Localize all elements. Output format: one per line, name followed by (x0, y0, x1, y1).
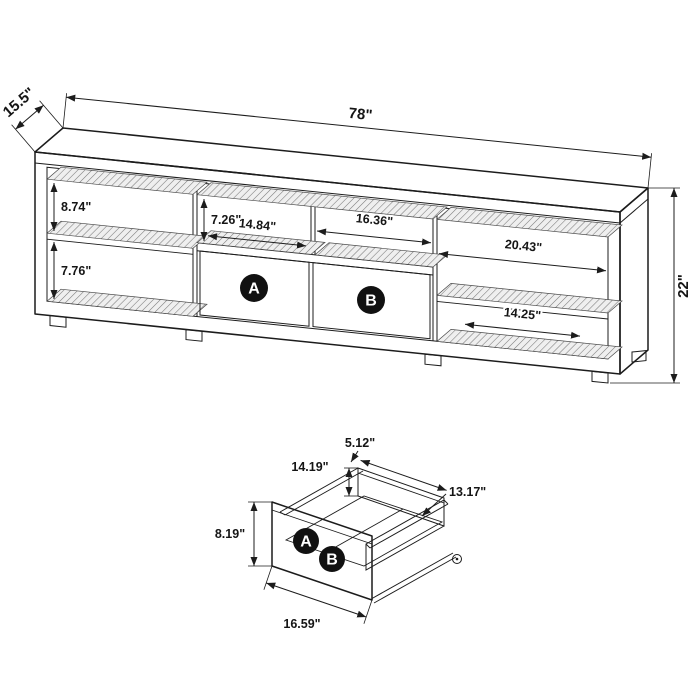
dim-drawer-front-height: 8.19" (213, 501, 272, 567)
drawer-glide-roller (452, 554, 462, 564)
dim-overall-width: 78" (62, 93, 652, 189)
dim-drawer-back-height: 5.12" (343, 434, 377, 497)
dim-cubby-left-width-label: 14.84" (238, 216, 277, 234)
dim-cubby-height-label: 7.26" (211, 213, 241, 227)
dim-overall-depth-label: 15.5" (0, 84, 38, 121)
drawer-glide-rail (371, 552, 454, 599)
dim-drawer-interior-width-label: 14.19" (291, 460, 328, 474)
drawer-a-front: A (199, 250, 310, 327)
dim-cubby-height: 7.26" (200, 199, 243, 241)
dim-overall-height: 22" (610, 187, 694, 384)
dim-drawer-front-width: 16.59" (263, 565, 373, 633)
tv-stand-figure: A B 78" 15.5" (0, 82, 694, 384)
tv-stand-right-cabinet (436, 207, 623, 360)
dim-cubby-left-width: 14.84" (207, 214, 307, 249)
drawer-a-label: A (248, 281, 260, 298)
drawer-front-panel: A B (271, 501, 373, 601)
drawer-detail-figure: A B 5.12" 14.19" 13.17" 8.19" (213, 434, 488, 633)
dim-drawer-front-width-label: 16.59" (283, 617, 320, 631)
dim-cubby-right-width-label: 16.36" (355, 211, 394, 229)
dim-right-lower-width-label: 14.25" (503, 305, 542, 323)
dim-overall-width-label: 78" (348, 105, 373, 124)
dim-drawer-side-depth-label: 13.17" (449, 485, 486, 499)
drawer-detail-b-badge (319, 546, 345, 572)
drawer-b-badge (357, 286, 385, 314)
drawer-a-badge (240, 274, 268, 302)
dim-left-upper: 8.74" (50, 183, 93, 231)
dim-drawer-back-height-label: 5.12" (345, 436, 375, 450)
dim-drawer-front-height-label: 8.19" (215, 527, 245, 541)
drawer-detail-a-badge (293, 528, 319, 554)
dim-right-lower-width: 14.25" (464, 303, 581, 339)
dim-left-lower: 7.76" (50, 242, 93, 299)
dim-left-upper-label: 8.74" (61, 200, 91, 214)
dim-right-shelf-width-label: 20.43" (504, 237, 543, 255)
drawer-detail-a-label: A (300, 534, 312, 551)
tv-stand-feet (49, 314, 647, 384)
dim-overall-depth: 15.5" (0, 82, 64, 153)
dim-overall-height-label: 22" (675, 274, 692, 298)
dim-cubby-right-width: 16.36" (316, 209, 432, 246)
drawer-b-label: B (365, 293, 377, 310)
tv-stand-left-cabinet (46, 166, 208, 317)
dim-right-shelf-width: 20.43" (438, 235, 607, 274)
drawer-detail-b-label: B (326, 552, 338, 569)
dim-drawer-interior-width: 14.19" (289, 458, 447, 491)
drawer-b-front: B (312, 262, 431, 340)
dim-drawer-side-depth: 13.17" (421, 483, 488, 517)
dim-left-lower-label: 7.76" (61, 264, 91, 278)
